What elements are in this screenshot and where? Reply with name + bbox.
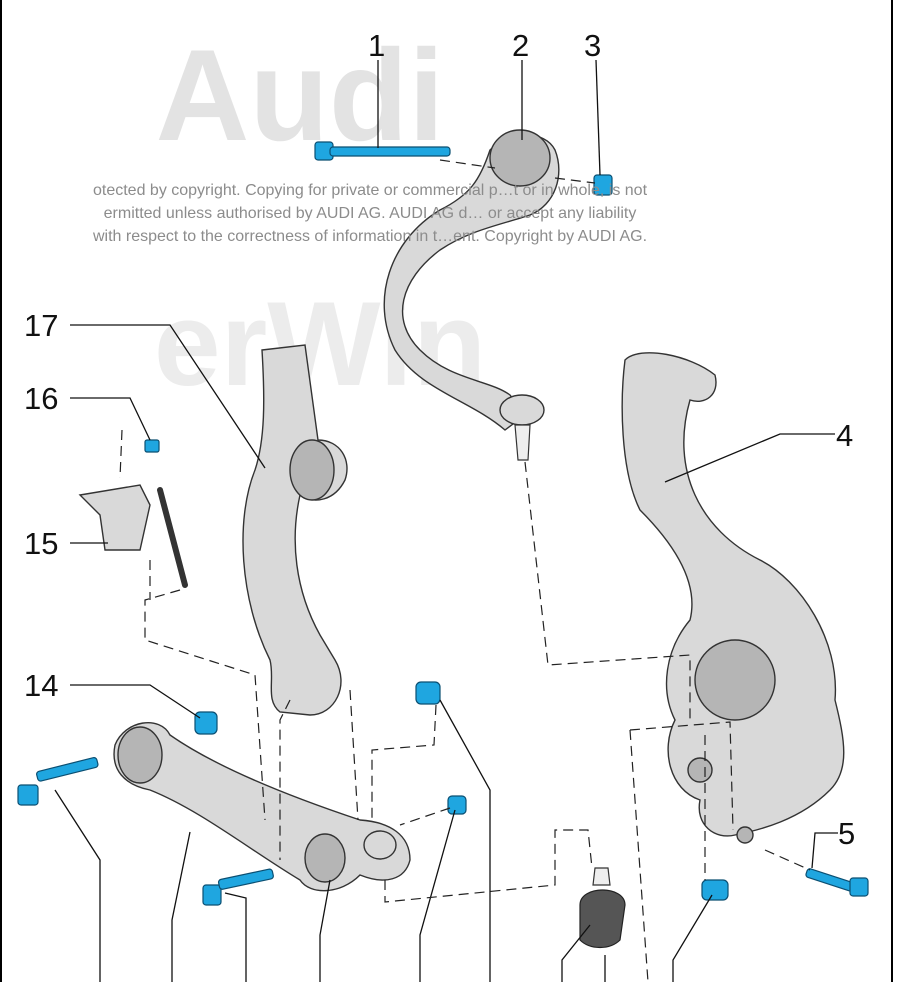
callout-1: 1 (368, 28, 386, 63)
copyright-line-3: with respect to the correctness of infor… (92, 228, 648, 245)
callout-3: 3 (584, 28, 602, 63)
nut-3 (593, 174, 613, 196)
callout-2: 2 (512, 28, 530, 63)
lower-arm-bushing (117, 726, 163, 784)
nut-right-upper (415, 681, 441, 705)
lower-ball-joint (579, 867, 626, 949)
screw-16 (144, 439, 160, 453)
callout-17: 17 (24, 308, 59, 343)
callout-15: 15 (24, 526, 59, 561)
erwin-watermark-logo: erWin (154, 277, 486, 411)
callout-4: 4 (836, 418, 854, 453)
bolt-1 (314, 141, 451, 161)
level-sensor (78, 484, 151, 551)
strut-fork (242, 344, 348, 716)
copyright-line-2: ermitted unless authorised by AUDI AG. A… (103, 205, 637, 222)
housing-hole-bolt (736, 826, 754, 844)
lower-arm-bushing-2 (304, 833, 346, 883)
lower-arm-eye (363, 830, 397, 860)
upper-control-arm (383, 134, 560, 431)
upper-arm-bushing (489, 129, 551, 187)
callout-16: 16 (24, 381, 59, 416)
upper-ball-joint-stud (514, 424, 531, 461)
leader-lines (54, 59, 838, 982)
hub-bore (694, 639, 776, 721)
lower-arm-bolt-long (17, 757, 99, 806)
lower-arm-bolt-short (202, 868, 274, 906)
callout-14: 14 (24, 668, 59, 703)
copyright-line-1: otected by copyright. Copying for privat… (92, 182, 648, 199)
audi-watermark-logo: Audi (156, 22, 445, 168)
nut-housing (701, 879, 729, 901)
wheel-bearing-housing (621, 352, 845, 837)
nut-right-mid (447, 795, 467, 815)
callout-5: 5 (838, 816, 856, 851)
upper-ball-joint (499, 394, 545, 426)
strut-fork-eye (289, 439, 335, 501)
bolt-5 (805, 868, 869, 897)
assembly-dash-lines (119, 159, 811, 982)
nut-14 (194, 711, 218, 735)
sensor-link-rod (157, 487, 188, 588)
housing-hole-lower (687, 757, 713, 783)
